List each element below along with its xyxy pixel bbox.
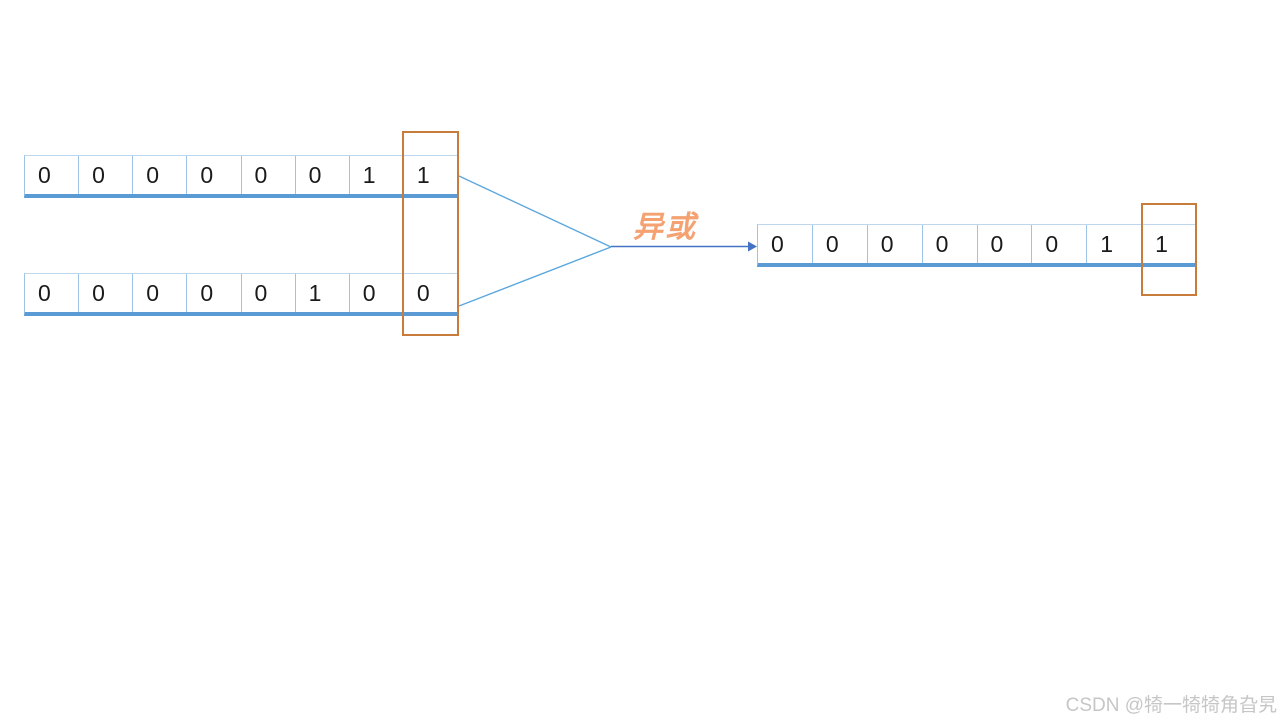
operand-b-bit-4: 0 (186, 274, 240, 312)
operand-b-row: 0 0 0 0 0 1 0 0 (24, 273, 458, 316)
result-bit-7: 0 (771, 231, 784, 257)
result-bit-5: 0 (866, 225, 922, 263)
result-bit-2: 0 (1031, 225, 1086, 263)
operand-b-bit-2: 1 (294, 274, 349, 312)
operand-a-bit-4: 0 (186, 156, 240, 194)
operand-a-bit-6: 0 (78, 156, 132, 194)
operand-b-bit-1: 0 (348, 274, 403, 312)
operand-a-bit-1: 1 (348, 156, 403, 194)
result-bit-3: 0 (976, 225, 1032, 263)
operand-a-bit-7: 0 (38, 162, 51, 188)
operand-a-bit-3: 0 (240, 156, 295, 194)
result-bit-1: 1 (1086, 225, 1141, 263)
result-bit-6: 0 (811, 225, 867, 263)
operand-a-bit-5: 0 (132, 156, 186, 194)
xor-operator-label: 异或 (633, 211, 697, 244)
operand-b-bit-7: 0 (38, 280, 51, 306)
connector-top-line (458, 175, 612, 248)
highlight-box-result-lsb (1141, 203, 1197, 296)
operand-b-bit-5: 0 (132, 274, 186, 312)
operand-a-row: 0 0 0 0 0 0 1 1 (24, 155, 458, 198)
operand-b-bit-3: 0 (240, 274, 295, 312)
operand-a-bit-2: 0 (294, 156, 349, 194)
csdn-watermark: CSDN @犄一犄犄角旮旯 (1065, 695, 1277, 716)
connector-bottom-line (458, 246, 612, 307)
xor-arrowhead-icon (748, 241, 757, 252)
operand-b-bit-6: 0 (78, 274, 132, 312)
result-bit-4: 0 (921, 225, 977, 263)
result-row: 0 0 0 0 0 0 1 1 (757, 224, 1197, 267)
highlight-box-operands-lsb (402, 131, 459, 336)
